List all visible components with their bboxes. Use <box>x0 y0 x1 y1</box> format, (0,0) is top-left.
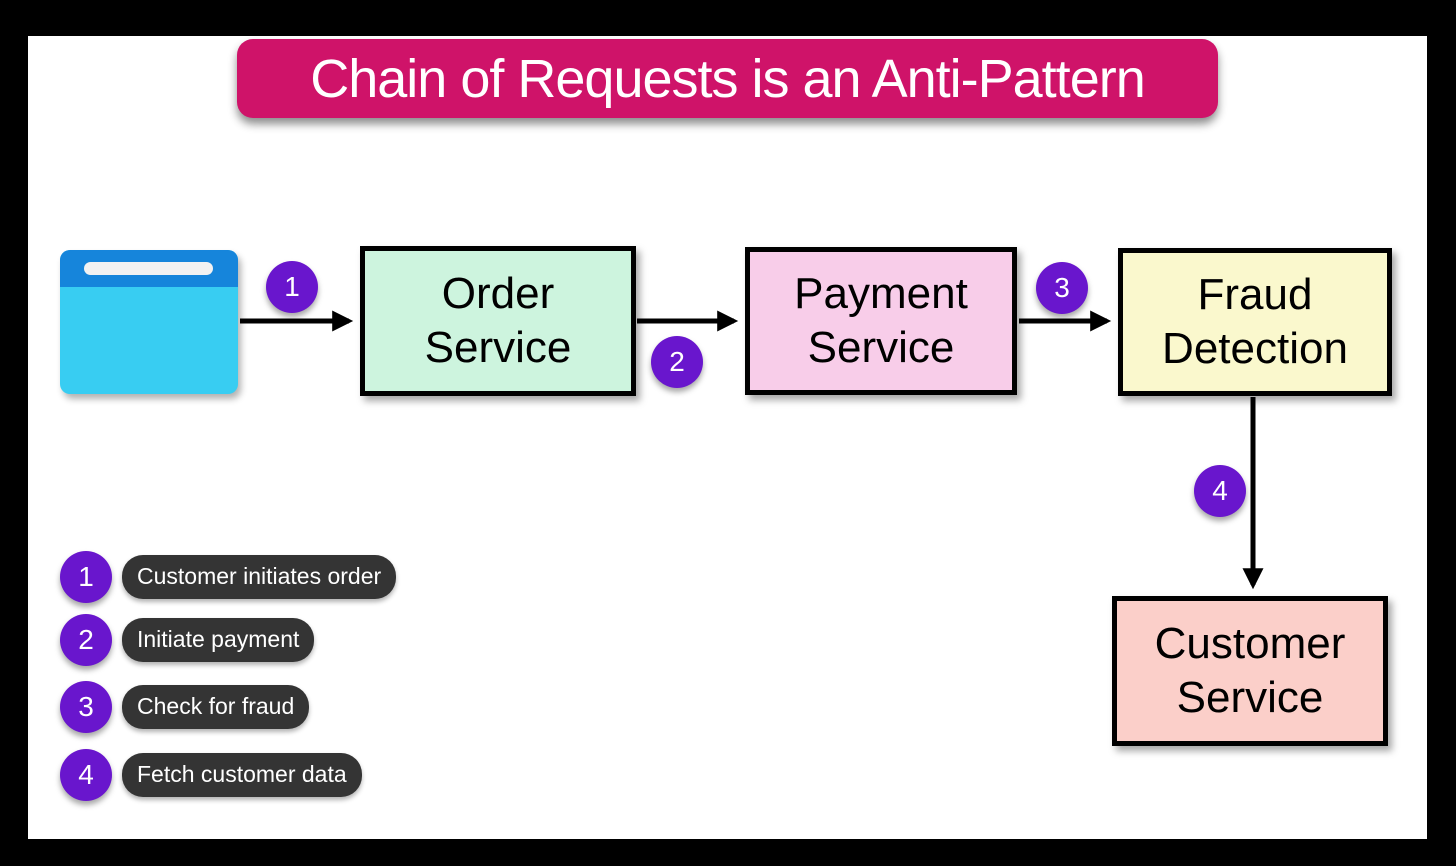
browser-address-bar <box>84 262 213 275</box>
legend-item-1: 1 Customer initiates order <box>60 551 397 603</box>
legend-label-2: Initiate payment <box>122 618 315 662</box>
fraud-detection-label-line1: Fraud <box>1197 270 1313 320</box>
fraud-detection-label-line2: Detection <box>1162 324 1348 373</box>
payment-service-label-line1: Payment <box>794 269 968 319</box>
order-service-node: Order Service <box>360 246 636 396</box>
payment-service-node: Payment Service <box>745 247 1017 395</box>
fraud-detection-node: Fraud Detection <box>1118 248 1392 396</box>
title-banner: Chain of Requests is an Anti-Pattern <box>237 39 1218 118</box>
diagram-title: Chain of Requests is an Anti-Pattern <box>310 48 1145 109</box>
legend-badge-4: 4 <box>60 749 112 801</box>
legend-badge-2: 2 <box>60 614 112 666</box>
flow-badge-1: 1 <box>266 261 318 313</box>
flow-badge-2: 2 <box>651 336 703 388</box>
legend-item-3: 3 Check for fraud <box>60 681 310 733</box>
flow-badge-3: 3 <box>1036 262 1088 314</box>
legend-label-1: Customer initiates order <box>122 555 397 599</box>
customer-service-node: Customer Service <box>1112 596 1388 746</box>
legend-item-2: 2 Initiate payment <box>60 614 315 666</box>
legend-item-4: 4 Fetch customer data <box>60 749 362 801</box>
legend-badge-3: 3 <box>60 681 112 733</box>
order-service-label-line2: Service <box>424 323 572 372</box>
payment-service-label-line2: Service <box>807 323 955 372</box>
customer-service-label-line2: Service <box>1176 673 1324 722</box>
flow-badge-4: 4 <box>1194 465 1246 517</box>
customer-service-label-line1: Customer <box>1154 619 1346 669</box>
legend-label-4: Fetch customer data <box>122 753 362 797</box>
legend-label-3: Check for fraud <box>122 685 310 729</box>
browser-window-icon <box>60 250 238 394</box>
order-service-label-line1: Order <box>441 269 555 319</box>
legend-badge-1: 1 <box>60 551 112 603</box>
